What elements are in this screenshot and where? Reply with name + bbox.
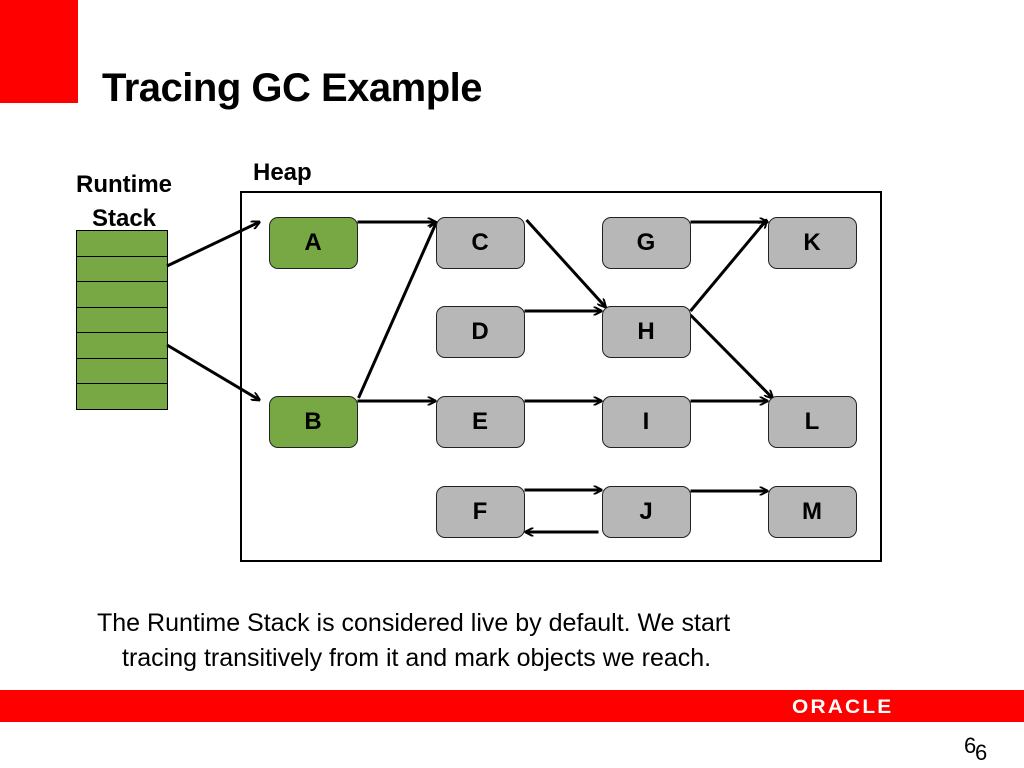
- heap-object-e: E: [435, 396, 525, 448]
- heap-object-d: D: [435, 306, 525, 358]
- edge-stack-to-a: [166, 222, 260, 268]
- heap-object-g: G: [601, 217, 691, 269]
- slide-caption: The Runtime Stack is considered live by …: [97, 606, 837, 676]
- stack-slot: [77, 282, 167, 308]
- edge-h-to-k: [689, 220, 767, 312]
- slide-number: 6: [975, 740, 988, 765]
- heap-object-i: I: [601, 396, 691, 448]
- heap-object-b: B: [268, 396, 358, 448]
- slide-number-shadow: 6: [964, 733, 977, 758]
- edge-b-to-c: [357, 222, 437, 399]
- heap-object-l: L: [767, 396, 857, 448]
- heap-object-a: A: [268, 217, 358, 269]
- heap-object-f: F: [435, 486, 525, 538]
- heap-object-j: J: [601, 486, 691, 538]
- stack-slot: [77, 256, 167, 282]
- stack-slot: [77, 358, 167, 384]
- runtime-stack-label: Runtime Stack: [58, 168, 190, 236]
- edge-stack-to-b: [166, 343, 260, 400]
- stack-slot: [77, 384, 167, 410]
- runtime-stack: [76, 230, 168, 410]
- oracle-logo: ORACLE: [792, 697, 894, 718]
- caption-line1: The Runtime Stack is considered live by …: [97, 609, 731, 637]
- edge-h-to-l: [689, 313, 773, 398]
- slide-title: Tracing GC Example: [102, 66, 483, 110]
- edge-c-to-h: [525, 218, 606, 307]
- stack-slot: [77, 307, 167, 333]
- caption-line2: tracing transitively from it and mark ob…: [122, 644, 712, 672]
- heap-object-m: M: [767, 486, 857, 538]
- stack-slot: [77, 333, 167, 359]
- runtime-stack-label-line2: Stack: [91, 205, 157, 232]
- heap-object-h: H: [601, 306, 691, 358]
- runtime-stack-label-line1: Runtime: [76, 171, 172, 198]
- heap-object-c: C: [435, 217, 525, 269]
- heap-object-k: K: [767, 217, 857, 269]
- heap-region: [240, 191, 882, 562]
- corner-accent-block: [0, 0, 78, 103]
- footer-bar: [0, 690, 1024, 722]
- heap-label: Heap: [253, 159, 312, 186]
- stack-slot: [77, 231, 167, 257]
